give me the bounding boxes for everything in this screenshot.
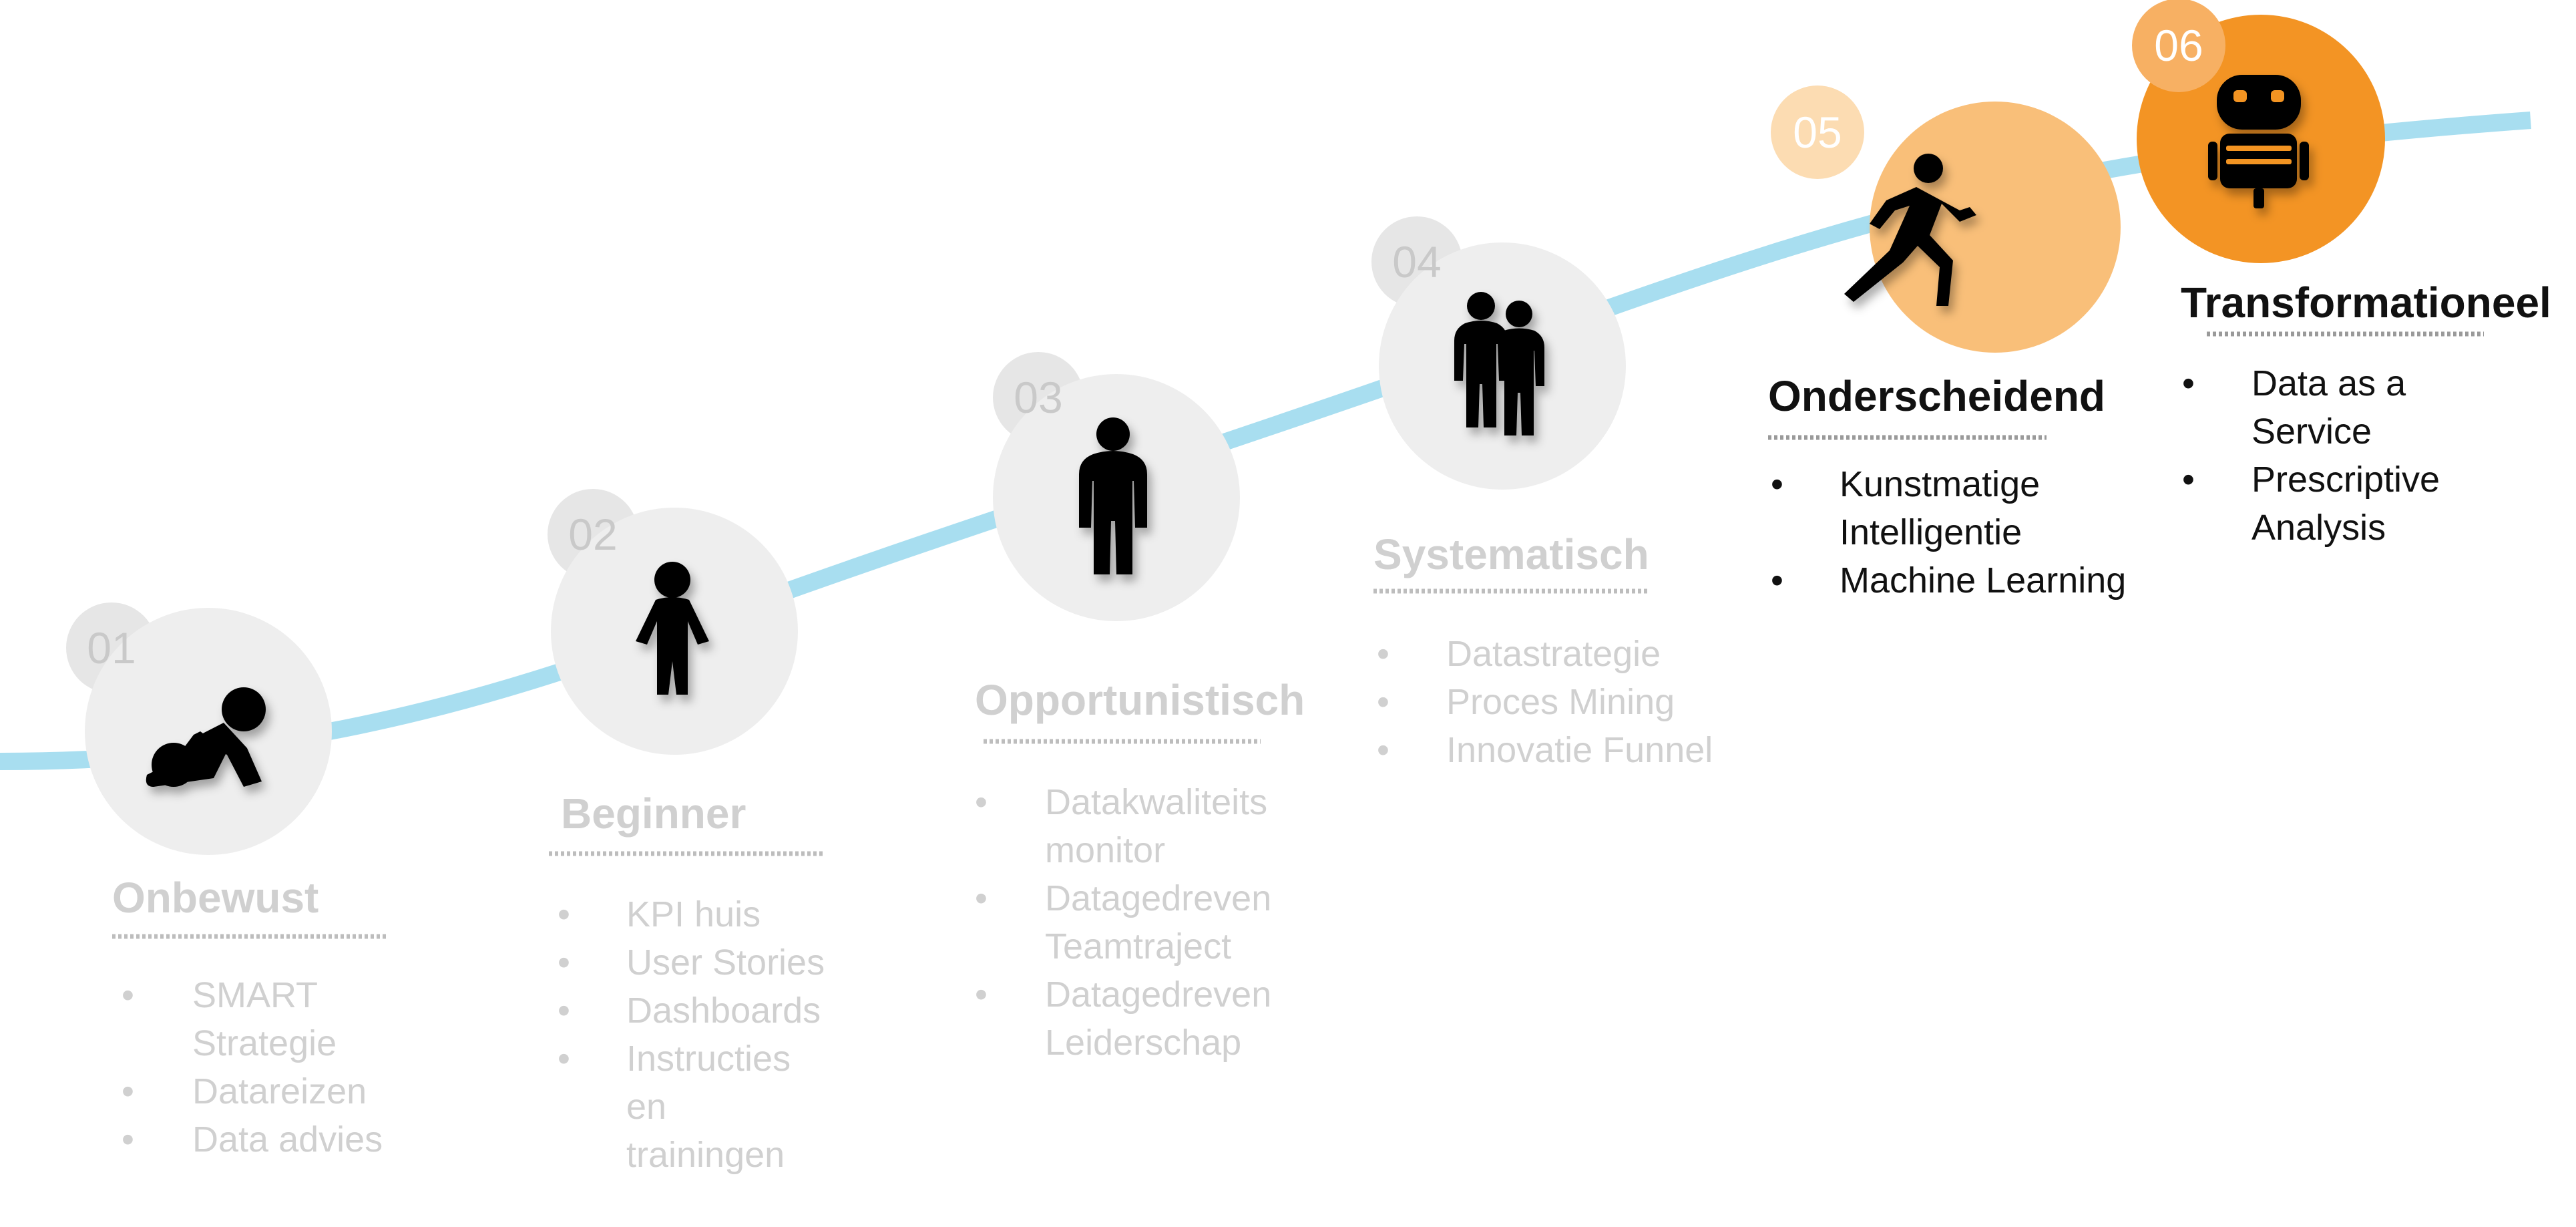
stage-04: 04 Systematisch • Datastrategie • Proces… — [1371, 216, 1713, 770]
list-item: Datakwaliteits — [1045, 782, 1267, 822]
list-item: Dashboards — [626, 991, 821, 1031]
bullet-marker: • — [975, 782, 988, 822]
stage-04-number: 04 — [1392, 237, 1441, 287]
stage-06-badge — [2132, 0, 2225, 92]
stage-06-title: Transformationeel — [2181, 279, 2551, 327]
list-item: Proces Mining — [1446, 682, 1675, 722]
list-item: Service — [2251, 411, 2372, 452]
bullet-marker: • — [1377, 730, 1389, 770]
list-item: KPI huis — [626, 894, 761, 934]
list-item: Data as a — [2251, 363, 2406, 403]
list-item: Strategie — [192, 1023, 337, 1063]
bullet-marker: • — [1377, 634, 1389, 674]
stage-02-number: 02 — [568, 510, 617, 559]
bullet-marker: • — [558, 894, 570, 934]
bullet-marker: • — [122, 1071, 134, 1111]
bullet-marker: • — [558, 1039, 570, 1079]
list-item: Machine Learning — [1840, 560, 2126, 600]
list-item: Datagedreven — [1045, 878, 1271, 918]
stage-02-items: • KPI huis • User Stories • Dashboards •… — [558, 894, 825, 1175]
list-item: Prescriptive — [2251, 460, 2440, 500]
stage-03-items: • Datakwaliteits monitor • Datagedreven … — [975, 782, 1271, 1063]
child-icon — [636, 562, 709, 695]
list-item: Data advies — [192, 1119, 383, 1160]
bullet-marker: • — [122, 975, 134, 1015]
stage-01-title: Onbewust — [112, 874, 318, 922]
bullet-marker: • — [558, 942, 570, 983]
list-item: monitor — [1045, 830, 1165, 870]
list-item: Teamtraject — [1045, 926, 1231, 967]
stage-03-number: 03 — [1014, 373, 1062, 422]
stage-01-items: • SMART Strategie • Datareizen • Data ad… — [122, 975, 383, 1160]
stage-06: 06 Transformationeel • Data as a Service… — [2132, 0, 2551, 548]
robot-icon — [2208, 75, 2309, 208]
stage-06-items: • Data as a Service • Prescriptive Analy… — [2182, 363, 2440, 548]
two-people-icon — [1454, 292, 1544, 435]
stage-05-title: Onderscheidend — [1768, 372, 2105, 420]
stage-06-number: 06 — [2154, 21, 2203, 70]
list-item: SMART — [192, 975, 318, 1015]
stage-03-title: Opportunistisch — [975, 676, 1305, 724]
bullet-marker: • — [2182, 363, 2195, 403]
list-item: Leiderschap — [1045, 1023, 1241, 1063]
stage-05-number: 05 — [1793, 108, 1842, 157]
list-item: Kunstmatige — [1840, 464, 2040, 504]
bullet-marker: • — [2182, 460, 2195, 500]
crawling-baby-icon — [146, 687, 266, 787]
list-item: Instructies — [626, 1039, 791, 1079]
running-person-icon — [1844, 154, 1976, 306]
bullet-marker: • — [1377, 682, 1389, 722]
list-item: trainingen — [626, 1135, 785, 1175]
growth-curve — [0, 112, 2531, 770]
stage-04-title: Systematisch — [1373, 530, 1649, 578]
list-item: en — [626, 1087, 666, 1127]
list-item: User Stories — [626, 942, 825, 983]
list-item: Analysis — [2251, 508, 2386, 548]
stage-03: 03 Opportunistisch • Datakwaliteits moni… — [975, 352, 1305, 1063]
list-item: Datastrategie — [1446, 634, 1661, 674]
stage-01-number: 01 — [87, 623, 136, 673]
person-standing-icon — [1079, 417, 1147, 574]
stage-05-items: • Kunstmatige Intelligentie • Machine Le… — [1771, 464, 2126, 600]
bullet-marker: • — [975, 878, 988, 918]
bullet-marker: • — [1771, 560, 1783, 600]
list-item: Datareizen — [192, 1071, 367, 1111]
stage-05-badge — [1771, 85, 1864, 179]
stage-02: 02 Beginner • KPI huis • User Stories • … — [548, 489, 825, 1175]
stage-04-items: • Datastrategie • Proces Mining • Innova… — [1377, 634, 1713, 770]
list-item: Intelligentie — [1840, 512, 2022, 552]
stage-01: 01 Onbewust • SMART Strategie • Datareiz… — [66, 602, 386, 1160]
stage-05: 05 Onderscheidend • Kunstmatige Intellig… — [1768, 85, 2126, 600]
bullet-marker: • — [975, 975, 988, 1015]
list-item: Datagedreven — [1045, 975, 1271, 1015]
stage-02-title: Beginner — [561, 790, 746, 838]
bullet-marker: • — [1771, 464, 1783, 504]
list-item: Innovatie Funnel — [1446, 730, 1713, 770]
bullet-marker: • — [122, 1119, 134, 1160]
bullet-marker: • — [558, 991, 570, 1031]
